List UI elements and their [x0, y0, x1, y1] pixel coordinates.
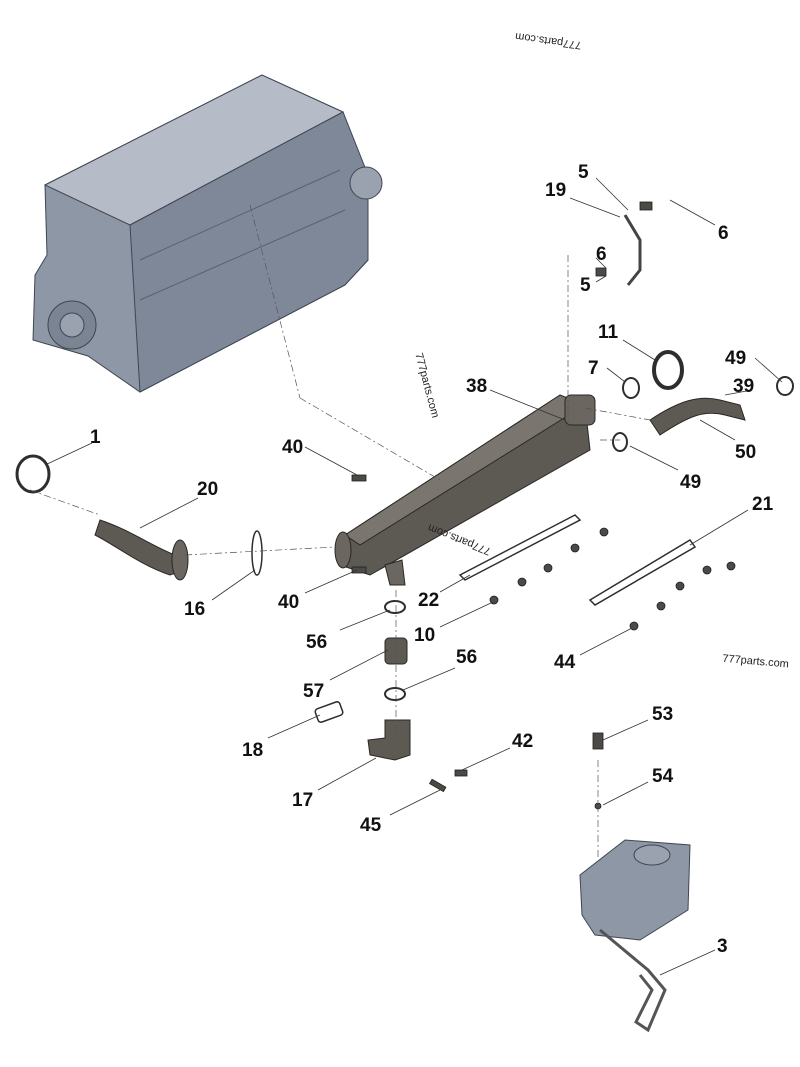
- watermark-middle: 777parts.com: [412, 352, 441, 419]
- relation-lines: [29, 204, 651, 860]
- callout-40-lower: 40: [278, 592, 299, 613]
- gasket-21: [588, 539, 697, 606]
- clamp-1: [15, 454, 51, 494]
- callout-16: 16: [184, 599, 205, 620]
- callout-20: 20: [197, 479, 218, 500]
- gasket-16: [251, 530, 263, 576]
- callout-7: 7: [588, 358, 599, 379]
- callout-53: 53: [652, 704, 673, 725]
- callout-57: 57: [303, 681, 324, 702]
- callout-45: 45: [360, 815, 382, 836]
- callout-5-lower: 5: [580, 275, 591, 296]
- callout-5-upper: 5: [578, 162, 589, 183]
- watermark-right: 777parts.com: [722, 653, 789, 671]
- bolts: [351, 474, 736, 810]
- tube-3: [599, 928, 667, 1033]
- watermark-top: 777parts.com: [514, 30, 582, 51]
- clamp-11: [652, 350, 684, 390]
- callout-18: 18: [242, 740, 263, 761]
- callout-38: 38: [466, 376, 487, 397]
- callout-17: 17: [292, 790, 313, 811]
- callout-19: 19: [545, 180, 566, 201]
- callout-labels: 5 19 6 6 5 11 7 49 39 38 50 49 40 21 1 2…: [90, 162, 774, 957]
- egr-cooler: [334, 394, 596, 586]
- callout-54: 54: [652, 766, 674, 787]
- callout-11: 11: [598, 322, 619, 343]
- callout-56-lower: 56: [456, 647, 477, 668]
- o-rings: [384, 376, 794, 701]
- callout-40-upper: 40: [282, 437, 303, 458]
- watermark-cooler: 777parts.com: [426, 521, 492, 557]
- callout-6-lower: 6: [596, 244, 607, 265]
- elbow-17: [367, 719, 411, 761]
- gasket-18: [314, 701, 344, 723]
- callout-44: 44: [554, 652, 576, 673]
- egr-valve: [579, 839, 691, 941]
- callout-10: 10: [414, 625, 435, 646]
- callout-21: 21: [752, 494, 774, 515]
- coolant-hose: [649, 397, 746, 436]
- tube-19: [595, 201, 653, 286]
- callout-22: 22: [418, 590, 439, 611]
- callout-49-upper: 49: [725, 348, 746, 369]
- callout-3: 3: [717, 936, 728, 957]
- callout-56-upper: 56: [306, 632, 327, 653]
- callout-6-upper: 6: [718, 223, 729, 244]
- callout-50: 50: [735, 442, 756, 463]
- callout-49-lower: 49: [680, 472, 701, 493]
- callout-1: 1: [90, 427, 101, 448]
- callout-42: 42: [512, 731, 533, 752]
- transfer-tube: [94, 519, 189, 581]
- callout-39: 39: [733, 376, 754, 397]
- leader-lines: [44, 177, 783, 976]
- engine-block: [32, 74, 383, 393]
